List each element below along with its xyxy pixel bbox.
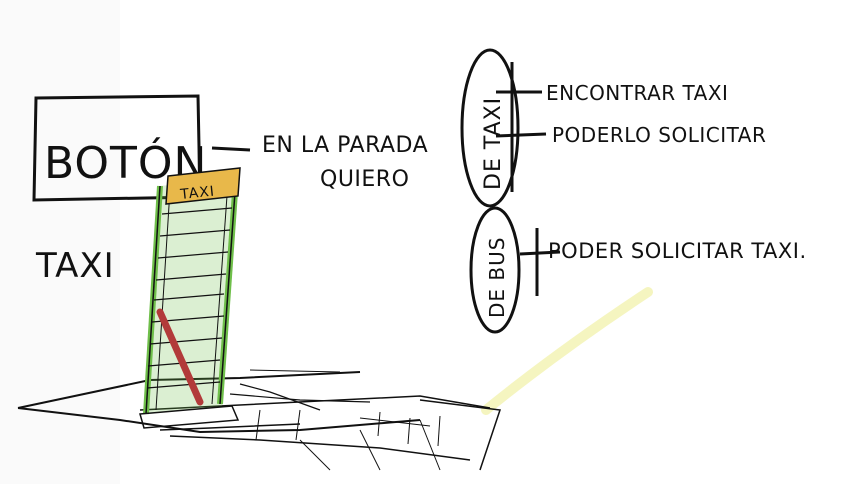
de-taxi-branch-2 [495, 132, 547, 138]
encontrar-taxi-label: ENCONTRAR TAXI [546, 81, 728, 105]
yellow-highlight-stroke [481, 287, 653, 415]
red-push-button-icon [156, 308, 204, 406]
de-bus-branch [519, 250, 561, 256]
taxi-sign-pole [139, 177, 240, 429]
de-bus-oval [469, 206, 521, 334]
en-la-parada-label: EN LA PARADA [262, 133, 428, 158]
poderlo-solicitar-label: PODERLO SOLICITAR [552, 123, 766, 147]
de-bus-group: DE BUS PODER SOLICITAR TAXI. [469, 206, 807, 334]
de-taxi-oval [460, 48, 520, 208]
poder-solicitar-taxi-label: PODER SOLICITAR TAXI. [548, 239, 807, 263]
de-taxi-group: DE TAXI ENCONTRAR TAXI PODERLO SOLICITAR [460, 48, 766, 208]
boton-connector [211, 146, 251, 152]
de-bus-label: DE BUS [485, 237, 509, 318]
ground-platform [17, 369, 502, 471]
de-taxi-label: DE TAXI [481, 97, 506, 190]
sign-label: TAXI [179, 183, 216, 203]
taxi-sign-icon: TAXI [165, 167, 241, 205]
taxi-label: TAXI [35, 246, 115, 286]
paper-shadow [0, 0, 120, 484]
quiero-label: QUIERO [320, 167, 409, 192]
